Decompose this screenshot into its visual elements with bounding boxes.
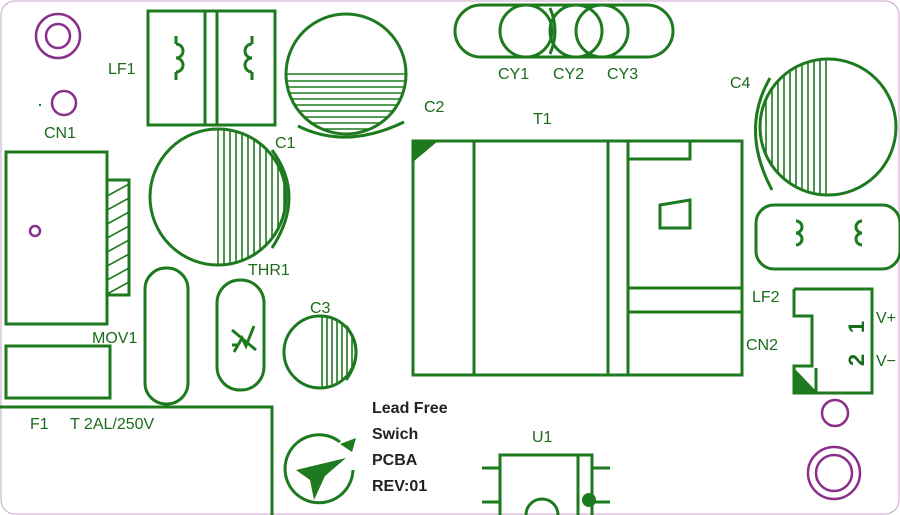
c3-footprint xyxy=(282,314,358,390)
f1-footprint xyxy=(0,344,274,515)
mov1-label: MOV1 xyxy=(92,330,137,347)
lf2-label: LF2 xyxy=(752,289,780,306)
c4-label: C4 xyxy=(730,75,751,92)
f1-label: F1 xyxy=(30,416,49,433)
cn2-label: CN2 xyxy=(746,337,778,354)
cn1-footprint xyxy=(34,12,82,117)
lf1-footprint xyxy=(146,9,277,127)
cy2-label: CY2 xyxy=(553,66,584,83)
t1-footprint xyxy=(411,139,744,377)
u1-label: U1 xyxy=(532,429,553,446)
c3-label: C3 xyxy=(310,300,331,317)
c1-footprint xyxy=(148,127,291,267)
cy1-label: CY1 xyxy=(498,66,529,83)
c2-label: C2 xyxy=(424,99,445,116)
cn2-pin1-label: 1 xyxy=(844,321,869,333)
cy-footprints xyxy=(453,3,675,59)
info-line-2: Swich xyxy=(372,426,418,443)
c2-footprint xyxy=(284,12,408,139)
info-line-1: Lead Free xyxy=(372,400,448,417)
fuse-rating-label: T 2AL/250V xyxy=(70,416,155,433)
info-line-4: REV:01 xyxy=(372,478,427,495)
thr1-footprint xyxy=(215,278,266,392)
c1-label: C1 xyxy=(275,135,296,152)
cy3-label: CY3 xyxy=(607,66,638,83)
cn1-label: CN1 xyxy=(44,125,76,142)
brand-logo-icon xyxy=(283,433,356,505)
thr1-label: THR1 xyxy=(248,262,290,279)
c4-footprint xyxy=(754,57,898,197)
left-block-footprint xyxy=(4,150,131,326)
vminus-label: V− xyxy=(876,353,896,370)
t1-label: T1 xyxy=(533,111,552,128)
info-line-3: PCBA xyxy=(372,452,418,469)
cn2-footprint xyxy=(792,287,874,501)
lf1-label: LF1 xyxy=(108,61,136,78)
lf2-footprint xyxy=(754,203,900,271)
u1-footprint xyxy=(482,453,610,515)
vplus-label: V+ xyxy=(876,310,896,327)
cn2-pin2-label: 2 xyxy=(844,354,869,366)
mov1-footprint xyxy=(143,266,190,406)
